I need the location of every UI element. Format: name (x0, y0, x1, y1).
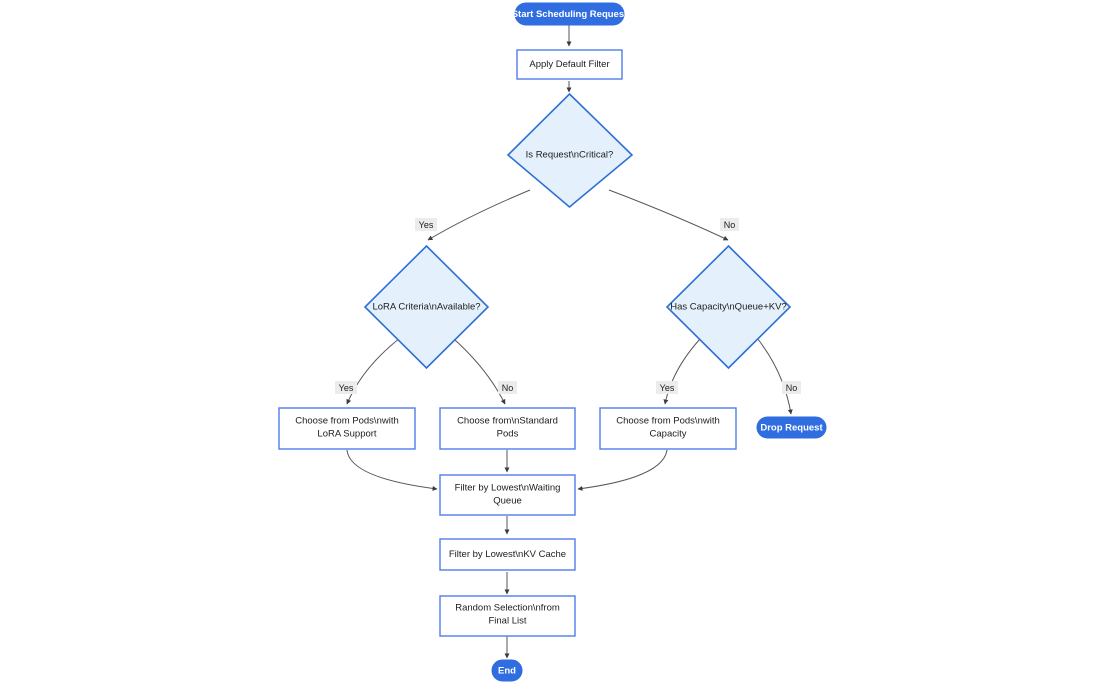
node-choose-standard-pods-shape[interactable] (439, 407, 576, 450)
edge-label-text: No (786, 383, 798, 393)
node-random-selection-label-line1: Random Selection\nfrom (455, 603, 560, 614)
edge-label-text: No (502, 383, 514, 393)
node-choose-capacity-pods-label-line2: Capacity (650, 429, 687, 440)
node-choose-standard-pods-label-line2: Pods (497, 429, 519, 440)
edge-label-bg (720, 218, 739, 231)
edge-choose-capacity-pods-to-filter-queue (577, 449, 668, 491)
node-filter-kv-cache[interactable]: Filter by Lowest\nKV Cache (439, 538, 576, 571)
node-choose-standard-pods[interactable]: Choose from\nStandard Pods (439, 407, 576, 450)
node-apply-default-filter-label: Apply Default Filter (529, 59, 609, 70)
node-choose-lora-pods-label-line1: Choose from Pods\nwith (295, 416, 399, 427)
node-filter-waiting-queue-label-line2: Queue (493, 496, 522, 507)
edge-capacity-yes-to-choose-capacity-pods (663, 338, 701, 405)
node-choose-capacity-pods-shape[interactable] (599, 407, 737, 450)
node-choose-lora-pods-label-line2: LoRA Support (317, 429, 377, 440)
node-start-label: Start Scheduling Request (512, 9, 628, 20)
edge-label-bg (782, 381, 801, 394)
node-lora-criteria-available[interactable]: LoRA Criteria\nAvailable? (363, 244, 490, 370)
edge-label-bg (498, 381, 517, 394)
node-filter-waiting-queue-shape[interactable] (439, 474, 576, 516)
edge-label-bg (415, 218, 437, 231)
node-filter-kv-cache-shape[interactable] (439, 538, 576, 571)
node-has-capacity[interactable]: Has Capacity\nQueue+KV? (665, 244, 792, 370)
edge-is-critical-no-to-capacity (608, 189, 729, 241)
node-end-label: End (498, 666, 516, 677)
node-is-request-critical-shape[interactable] (506, 92, 634, 209)
node-choose-capacity-pods-label-line1: Choose from Pods\nwith (616, 416, 720, 427)
node-filter-waiting-queue[interactable]: Filter by Lowest\nWaiting Queue (439, 474, 576, 516)
edge-label-lora-yes: Yes (335, 381, 357, 394)
edge-label-text: No (724, 220, 736, 230)
node-random-selection-label-line2: Final List (488, 616, 526, 627)
node-random-selection[interactable]: Random Selection\nfrom Final List (439, 595, 576, 637)
node-drop-request-label: Drop Request (760, 423, 823, 434)
node-layer: Start Scheduling Request Apply Default F… (278, 2, 827, 682)
node-choose-lora-pods-shape[interactable] (278, 407, 416, 450)
edge-label-bg (656, 381, 678, 394)
node-random-selection-shape[interactable] (439, 595, 576, 637)
edge-lora-no-to-choose-standard-pods (454, 339, 506, 405)
node-end[interactable]: End (491, 659, 523, 682)
node-has-capacity-label: Has Capacity\nQueue+KV? (670, 302, 786, 313)
node-start[interactable]: Start Scheduling Request (512, 2, 628, 26)
node-filter-waiting-queue-label-line1: Filter by Lowest\nWaiting (455, 483, 561, 494)
edge-label-bg (335, 381, 357, 394)
edge-label-capacity-no: No (782, 381, 801, 394)
edge-label-critical-yes: Yes (415, 218, 437, 231)
node-drop-request[interactable]: Drop Request (756, 416, 827, 439)
node-start-shape[interactable] (514, 2, 625, 26)
edge-lora-yes-to-choose-lora-pods (346, 337, 401, 405)
edge-label-layer: Yes No Yes No Yes No (335, 218, 801, 394)
node-end-shape[interactable] (491, 659, 523, 682)
node-filter-kv-cache-label: Filter by Lowest\nKV Cache (449, 549, 566, 560)
node-choose-standard-pods-label-line1: Choose from\nStandard (457, 416, 558, 427)
edge-label-text: Yes (419, 220, 434, 230)
edge-label-lora-no: No (498, 381, 517, 394)
node-choose-capacity-pods[interactable]: Choose from Pods\nwith Capacity (599, 407, 737, 450)
node-is-request-critical[interactable]: Is Request\nCritical? (506, 92, 634, 209)
edge-label-text: Yes (660, 383, 675, 393)
edge-is-critical-yes-to-lora (427, 189, 531, 241)
node-is-request-critical-label: Is Request\nCritical? (526, 150, 614, 161)
node-drop-request-shape[interactable] (756, 416, 827, 439)
edge-layer (346, 25, 793, 659)
edge-capacity-no-to-drop-request (756, 337, 793, 415)
node-lora-criteria-available-label: LoRA Criteria\nAvailable? (372, 302, 480, 313)
node-has-capacity-shape[interactable] (665, 244, 792, 370)
edge-label-capacity-yes: Yes (656, 381, 678, 394)
edge-label-text: Yes (339, 383, 354, 393)
node-apply-default-filter-shape[interactable] (516, 49, 623, 80)
edge-label-critical-no: No (720, 218, 739, 231)
edge-choose-lora-pods-to-filter-queue (346, 449, 438, 491)
node-choose-lora-pods[interactable]: Choose from Pods\nwith LoRA Support (278, 407, 416, 450)
node-lora-criteria-available-shape[interactable] (363, 244, 490, 370)
node-apply-default-filter[interactable]: Apply Default Filter (516, 49, 623, 80)
